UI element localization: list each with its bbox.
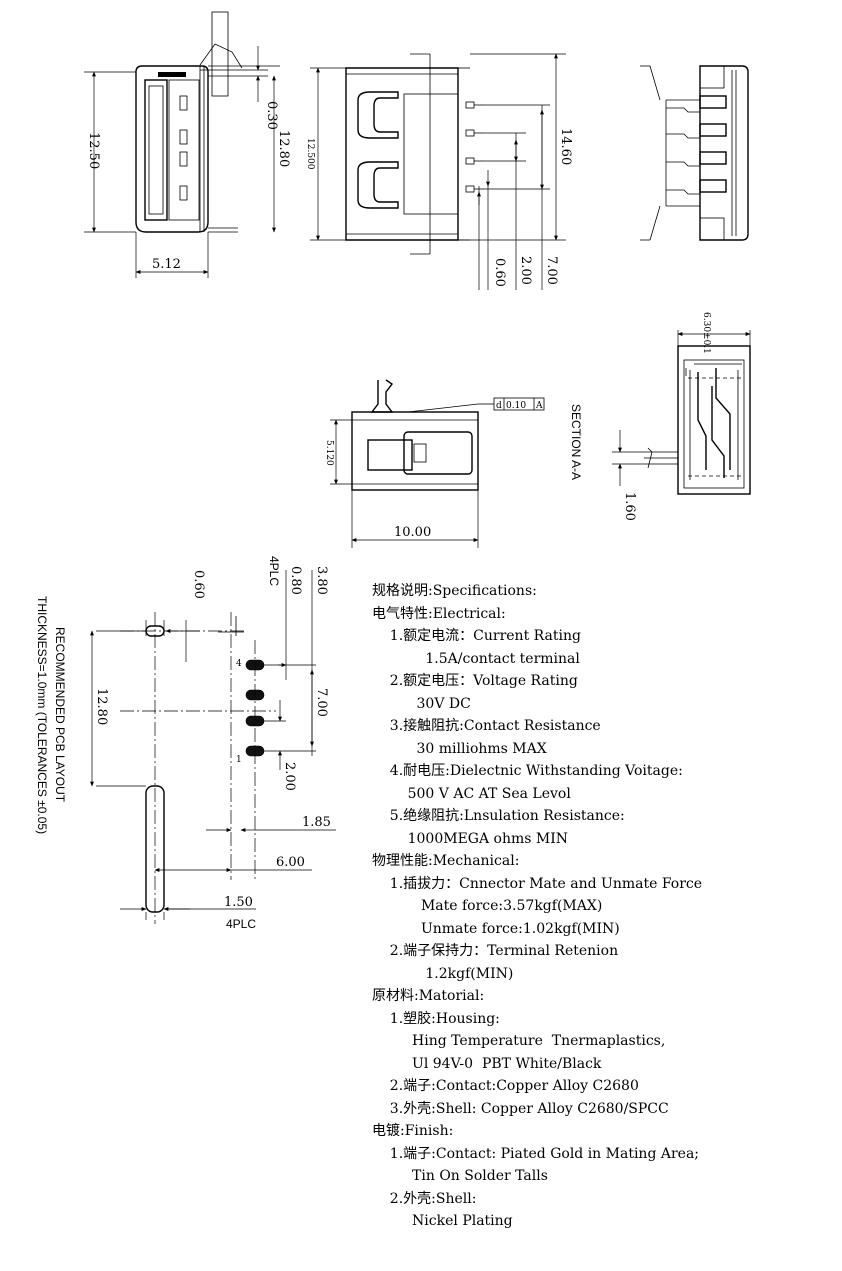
dim-front-height-outer: 12.50 xyxy=(86,132,101,169)
spec-line: Hing Temperature Tnermaplastics, xyxy=(372,1033,666,1049)
front-view: 0.30 12.50 12.80 5.12 xyxy=(84,11,291,278)
dim-pcb-pin-span: 7.00 xyxy=(314,688,329,717)
spec-line: 1.端子:Contact: Piated Gold in Mating Area… xyxy=(372,1145,700,1162)
spec-line: Unmate force:1.02kgf(MIN) xyxy=(372,920,620,937)
spec-line: 电镀:Finish: xyxy=(372,1123,454,1139)
dim-side-length: 14.60 xyxy=(558,128,573,165)
spec-line: 2.端子保持力：Terminal Retenion xyxy=(372,943,619,959)
pin-four-label: 4 xyxy=(236,659,242,669)
spec-line: Mate force:3.57kgf(MAX) xyxy=(372,898,603,914)
dim-pcb-hole-width: 0.60 xyxy=(191,570,206,599)
spec-line: Ul 94V-0 PBT White/Black xyxy=(372,1055,602,1072)
dim-section-tail: 1.60 xyxy=(622,492,637,521)
spec-line: 4.耐电压:Dielectnic Withstanding Voitage: xyxy=(372,763,683,779)
spec-line: 1.5A/contact terminal xyxy=(372,650,580,667)
dim-section-height: 5.120 xyxy=(324,440,334,466)
spec-line: 物理性能:Mechanical: xyxy=(372,853,520,869)
dim-pcb-pad-span: 3.80 xyxy=(314,566,329,595)
spec-line: 5.绝缘阻抗:Lnsulation Resistance: xyxy=(372,808,625,824)
dim-pcb-edge-slot: 6.00 xyxy=(276,855,305,870)
dim-pin-pitch: 2.00 xyxy=(518,256,533,285)
side-view: 12.500 14.60 0.60 2.00 7.00 xyxy=(305,53,573,290)
spec-line: 1.插拔力：Cnnector Mate and Unmate Force xyxy=(372,875,703,892)
flatness-callout: d 0.10 A xyxy=(493,397,545,411)
section-a-a: 6.30±0.1 1.60 xyxy=(612,312,751,521)
dim-pcb-slot-width: 1.50 xyxy=(224,895,253,910)
spec-line: 3.外壳:Shell: Copper Alloy C2680/SPCC xyxy=(372,1100,669,1117)
spec-line: 2.额定电压：Voltage Rating xyxy=(372,673,578,689)
dim-front-tab-offset: 0.30 xyxy=(264,101,279,130)
pcb-title: RECOMMENDED PCB LAYOUT xyxy=(53,627,67,803)
spec-line: 1000MEGA ohms MIN xyxy=(372,830,568,847)
dim-pcb-pad-width: 0.80 xyxy=(288,566,303,595)
spec-line: 1.额定电流：Current Rating xyxy=(372,628,581,644)
specifications-block: 规格说明:Specifications: 电气特性:Electrical: 1.额… xyxy=(372,580,832,1233)
dim-side-height-ref: 12.500 xyxy=(305,138,315,170)
dim-pcb-pin-pitch: 2.00 xyxy=(282,762,297,791)
spec-line: 1.塑胶:Housing: xyxy=(372,1010,500,1027)
dim-pcb-edge-pad: 1.85 xyxy=(302,815,331,830)
dim-pcb-slot-span: 12.80 xyxy=(94,688,109,725)
spec-line: 30 milliohms MAX xyxy=(372,740,547,757)
dim-front-height-shell: 12.80 xyxy=(276,130,291,167)
spec-line: 30V DC xyxy=(372,695,471,712)
flatness-datum: A xyxy=(535,401,543,411)
pin-one-label: 1 xyxy=(236,755,242,765)
spec-line: 规格说明:Specifications: xyxy=(372,583,537,599)
rear-view xyxy=(640,65,749,241)
dim-section-shell: 6.30±0.1 xyxy=(701,312,711,354)
flatness-symbol: d xyxy=(496,401,502,411)
spec-line: 1.2kgf(MIN) xyxy=(372,965,514,982)
spec-line: 原材料:Matorial: xyxy=(372,988,485,1004)
pcb-thickness: THICKNESS=1.0mm (TOLERANCES ±0.05) xyxy=(35,596,49,834)
spec-line: 2.外壳:Shell: xyxy=(372,1190,477,1207)
spec-line: 电气特性:Electrical: xyxy=(372,605,506,622)
pcb-layout: RECOMMENDED PCB LAYOUT THICKNESS=1.0mm (… xyxy=(35,556,336,931)
spec-line: 500 V AC AT Sea Levol xyxy=(372,785,571,802)
spec-line: Nickel Plating xyxy=(372,1213,513,1229)
dim-pin-pitch-small: 0.60 xyxy=(492,258,507,287)
dim-front-width: 5.12 xyxy=(152,257,181,272)
flatness-value: 0.10 xyxy=(506,401,526,411)
plc-bottom-label: 4PLC xyxy=(226,917,256,931)
spec-line: Tin On Solder Talls xyxy=(372,1168,548,1184)
bottom-side-view: d 0.10 A 5.120 10.00 xyxy=(324,379,545,548)
dim-section-length: 10.00 xyxy=(394,525,431,540)
plc-top-label: 4PLC xyxy=(267,556,281,586)
section-label: SECTION A-A xyxy=(569,404,583,480)
spec-line: 3.接触阻抗:Contact Resistance xyxy=(372,718,601,734)
dim-pin-span: 7.00 xyxy=(544,256,559,285)
spec-line: 2.端子:Contact:Copper Alloy C2680 xyxy=(372,1078,639,1094)
